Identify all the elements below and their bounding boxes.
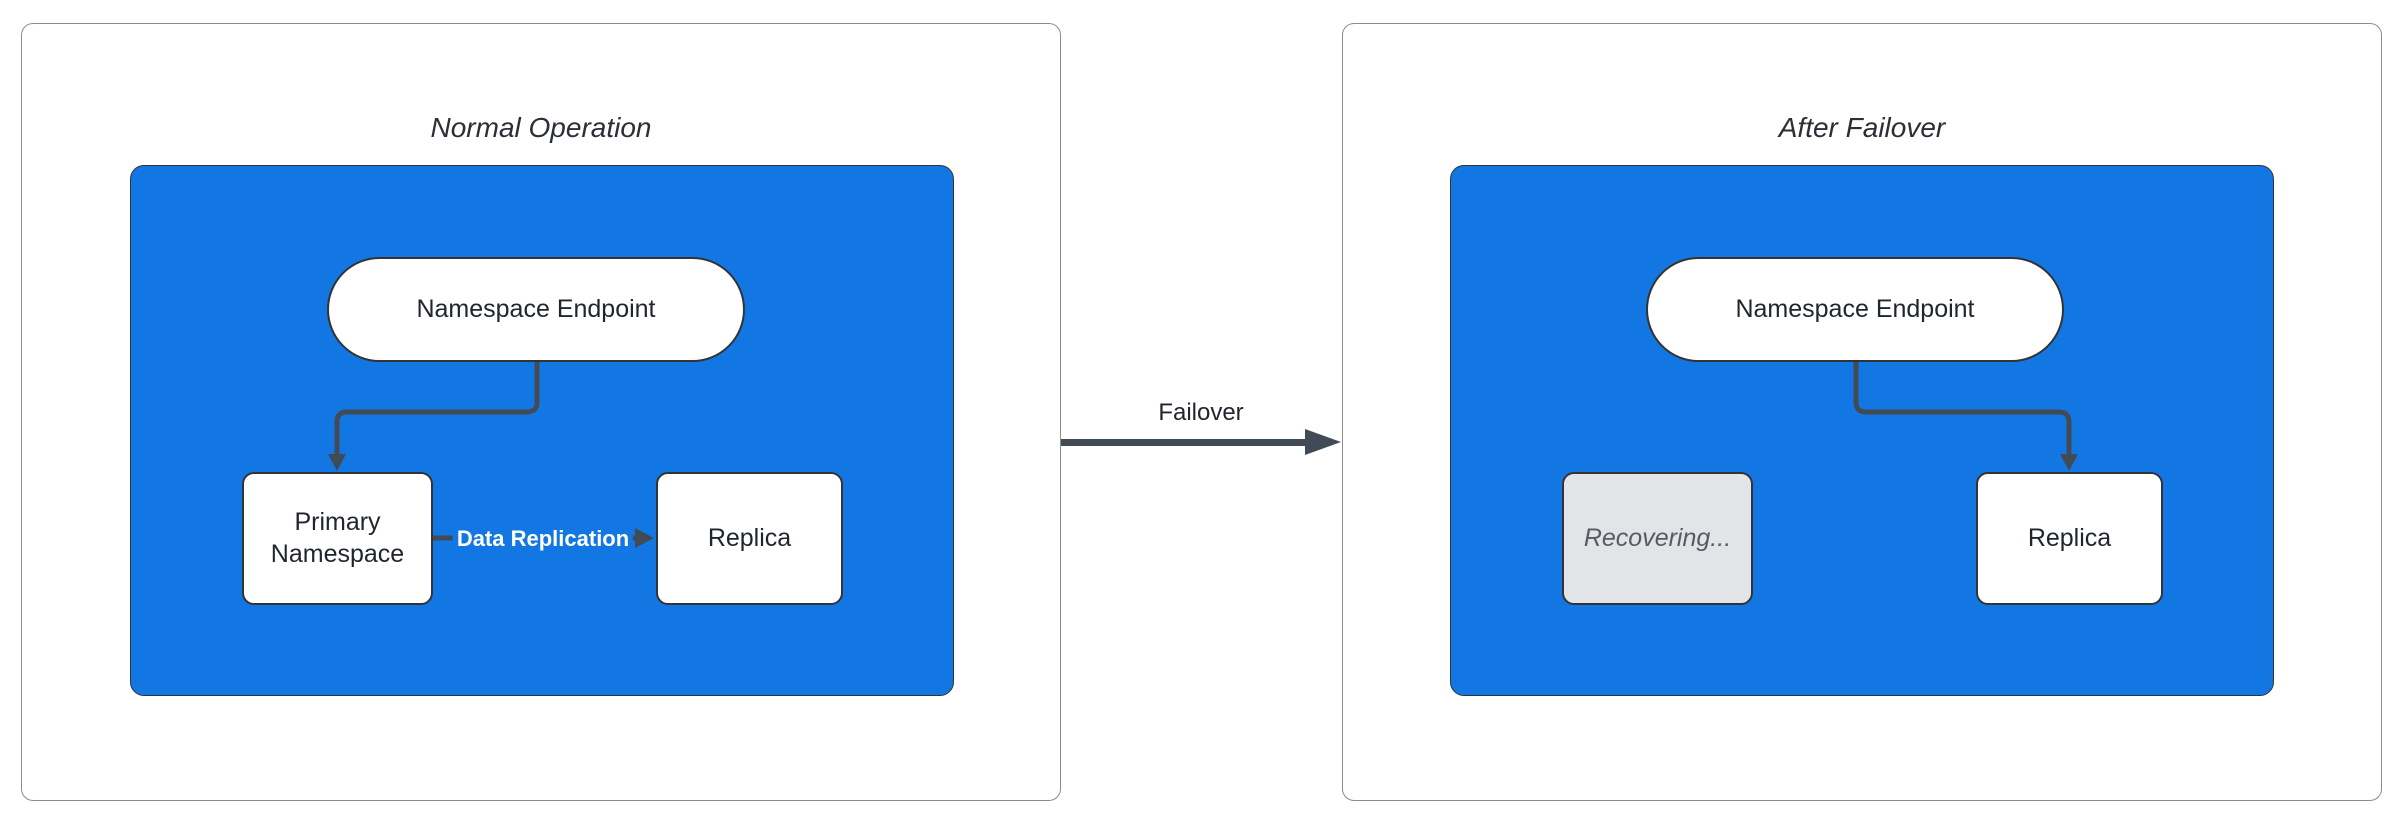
edge-layer-failover xyxy=(1853,362,2078,471)
namespace-endpoint-node-normal: Namespace Endpoint xyxy=(327,257,745,362)
panel-after-failover: After Failover Namespace Endpoint Recove… xyxy=(1342,23,2382,801)
panel-normal-operation: Normal Operation Namespace Endpoint Prim… xyxy=(21,23,1061,801)
replica-label: Replica xyxy=(707,523,792,552)
namespace-container-normal: Namespace Endpoint Primary Namespace Dat… xyxy=(130,165,954,696)
primary-namespace-label: Primary Namespace xyxy=(270,508,405,568)
edge-layer-normal xyxy=(328,362,654,548)
namespace-endpoint-label: Namespace Endpoint xyxy=(416,295,656,323)
failover-arrowhead-icon xyxy=(1305,429,1341,455)
replica-label: Replica xyxy=(2027,523,2112,552)
failover-arrow-line xyxy=(1061,439,1307,446)
namespace-endpoint-node-failover: Namespace Endpoint xyxy=(1646,257,2064,362)
arrowhead-endpoint-to-primary xyxy=(328,454,346,471)
recovering-label: Recovering... xyxy=(1583,523,1732,552)
panel-title-normal-operation: Normal Operation xyxy=(430,112,652,143)
panel-title-after-failover: After Failover xyxy=(1778,112,1946,143)
failover-label: Failover xyxy=(1158,399,1244,426)
namespace-endpoint-label: Namespace Endpoint xyxy=(1735,295,1975,323)
edge-endpoint-to-primary xyxy=(334,362,540,457)
primary-namespace-node: Primary Namespace xyxy=(242,472,433,605)
replica-node-normal: Replica xyxy=(656,472,843,605)
arrowhead-primary-to-replica xyxy=(635,528,654,548)
edge-endpoint-to-replica xyxy=(1853,362,2072,457)
arrowhead-endpoint-to-replica xyxy=(2060,454,2078,471)
data-replication-edge-label: Data Replication xyxy=(452,524,634,554)
replica-node-failover: Replica xyxy=(1976,472,2163,605)
recovering-node: Recovering... xyxy=(1562,472,1753,605)
namespace-container-failover: Namespace Endpoint Recovering... Replica xyxy=(1450,165,2274,696)
